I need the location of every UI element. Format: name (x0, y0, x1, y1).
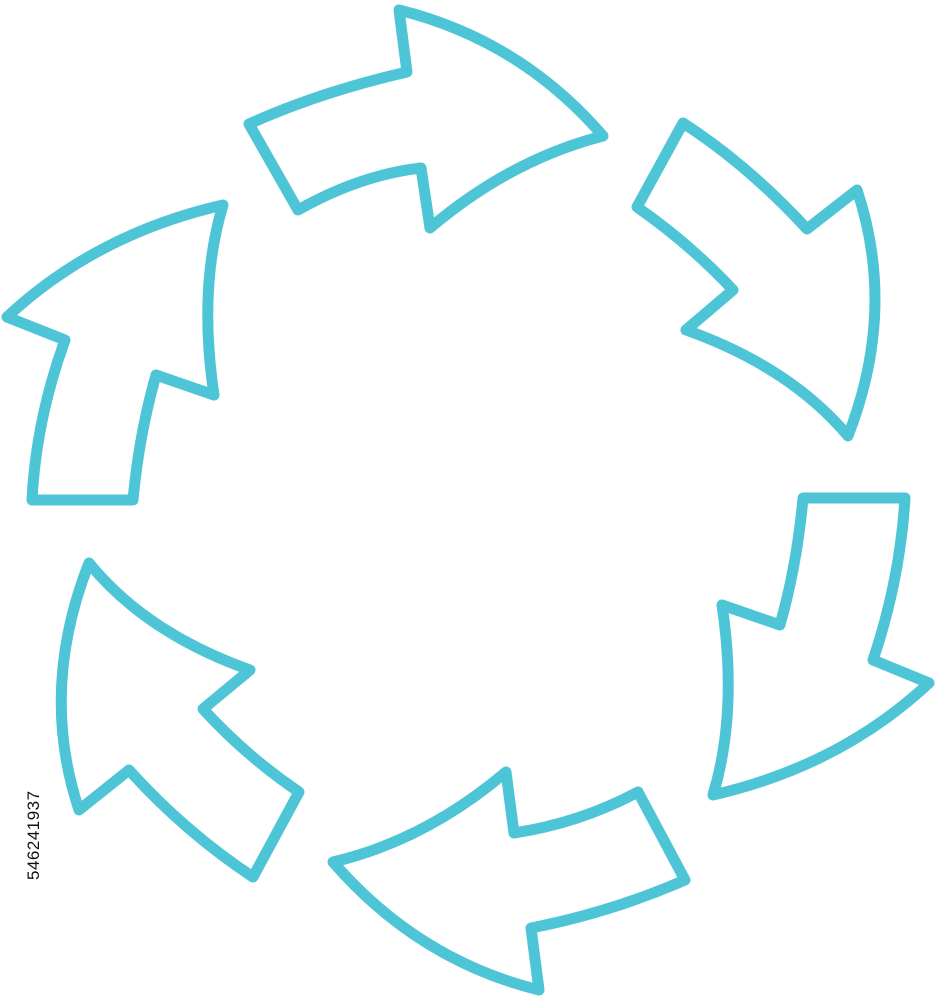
cycle-arrow-lower-right (707, 492, 935, 801)
cycle-arrow-upper-left (1, 199, 229, 506)
cycle-arrow-upper-right (631, 117, 881, 442)
cycle-arrow-bottom (327, 766, 691, 996)
cycle-arrow-top (243, 4, 609, 234)
stock-id-label: 546241937 (24, 790, 43, 880)
cycle-arrow-lower-left (55, 557, 305, 883)
